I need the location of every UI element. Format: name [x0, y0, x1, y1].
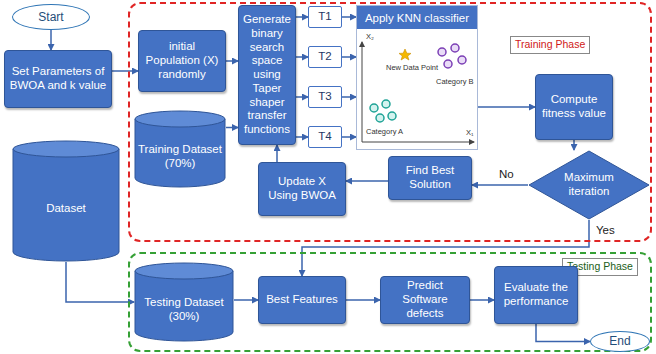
process-box: Predict Software defects	[380, 276, 470, 324]
plot-label: X₂	[366, 33, 374, 41]
edge-label: No	[497, 168, 516, 182]
flow-arrow	[342, 56, 356, 58]
transfer-function-box: T3	[308, 86, 342, 108]
process-box: Set Parameters of BWOA and k value	[4, 50, 112, 108]
flow-arrow	[478, 106, 535, 108]
terminal-ellipse: Start	[12, 4, 90, 30]
node-text: Set Parameters of BWOA and k value	[8, 65, 108, 93]
edge-label: Yes	[594, 224, 617, 238]
node-text: End	[609, 334, 630, 348]
dataset-cylinder: Dataset	[12, 140, 120, 262]
transfer-function-box: T2	[308, 46, 342, 68]
process-box: Compute fitness value	[535, 74, 613, 140]
flow-arrow	[112, 70, 138, 72]
node-text: Maximum iteration	[556, 171, 622, 199]
node-text: Testing Dataset (30%)	[137, 296, 231, 324]
phase-label: Training Phase	[510, 36, 590, 54]
flow-arrow	[50, 30, 52, 50]
node-text: Generate binary search space using Taper…	[242, 13, 292, 137]
dataset-cylinder: Testing Dataset (30%)	[134, 262, 234, 342]
new-point-star	[399, 49, 411, 60]
flow-arrow	[573, 140, 575, 150]
transfer-function-box: T4	[308, 126, 342, 148]
process-box: Update X Using BWOA	[258, 162, 346, 216]
node-text: Predict Software defects	[384, 279, 466, 320]
node-text: T1	[318, 10, 331, 24]
process-box: Find Best Solution	[388, 156, 472, 200]
flow-arrow	[346, 180, 388, 182]
node-text: T4	[318, 130, 331, 144]
flow-arrow	[296, 96, 308, 98]
node-text: initial Population (X) randomly	[142, 40, 222, 81]
cylinder-outline	[12, 140, 120, 262]
dataset-cylinder: Training Dataset (70%)	[134, 110, 226, 188]
process-box: initial Population (X) randomly	[138, 30, 226, 92]
flow-arrow	[296, 136, 308, 138]
flow-arrow	[226, 60, 238, 62]
node-text: T3	[318, 90, 331, 104]
phase-region: Testing PhaseTesting Dataset (30%)Best F…	[128, 252, 652, 352]
node-text: Best Features	[266, 293, 338, 307]
plot-label: Category A	[366, 128, 403, 136]
flow-arrow	[226, 127, 238, 129]
flow-arrow	[342, 96, 356, 98]
plot-label: Category B	[436, 78, 474, 86]
process-box: Evaluate the performance	[494, 266, 578, 324]
category-b-points	[438, 44, 466, 68]
y-axis	[362, 42, 363, 142]
flow-arrow	[472, 184, 528, 186]
flow-arrow	[234, 299, 258, 301]
node-text: Start	[38, 10, 63, 24]
node-text: Evaluate the performance	[498, 281, 574, 309]
node-text: T2	[318, 50, 331, 64]
classifier-title: Apply KNN classifier	[357, 6, 477, 29]
decision-diamond: Maximum iteration	[528, 150, 650, 220]
transfer-function-box: T1	[308, 6, 342, 28]
node-text: Training Dataset (70%)	[137, 143, 223, 171]
flow-arrow	[342, 16, 356, 18]
flow-arrow	[296, 16, 308, 18]
node-text: Find Best Solution	[392, 164, 468, 192]
category-a-points	[370, 100, 396, 122]
flow-arrow	[66, 262, 134, 302]
plot-label: New Data Point	[386, 64, 438, 72]
flow-arrow	[346, 299, 380, 301]
phase-region: Training Phase initial Population (X) ran…	[128, 2, 652, 242]
node-text: Compute fitness value	[539, 93, 609, 121]
node-text: Update X Using BWOA	[262, 175, 342, 203]
flow-arrow	[276, 145, 278, 162]
flow-arrow	[296, 56, 308, 58]
node-text: Dataset	[46, 202, 86, 216]
plot-label: X₁	[466, 129, 474, 137]
terminal-ellipse: End	[590, 331, 650, 352]
flow-arrow	[470, 299, 494, 301]
x-axis	[362, 142, 474, 143]
flow-arrow	[342, 136, 356, 138]
process-box: Generate binary search space using Taper…	[238, 5, 296, 145]
process-box: Best Features	[258, 276, 346, 324]
flow-arrow	[536, 324, 590, 342]
